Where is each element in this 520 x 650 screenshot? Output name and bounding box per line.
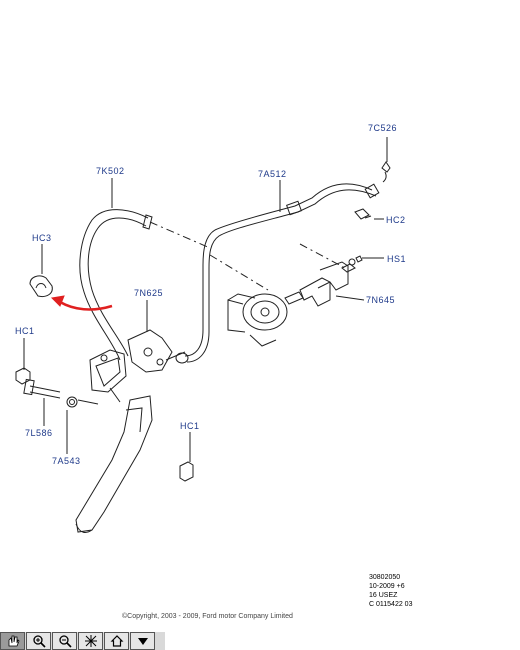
reference-line-1: 30802050 bbox=[369, 574, 401, 581]
illustration-reference: 30802050 10-2009 +6 16 USEZ C 0115422 03 bbox=[369, 573, 412, 609]
menu-down-icon bbox=[137, 638, 148, 645]
fit-button[interactable] bbox=[78, 632, 103, 650]
reference-line-3: 16 USEZ bbox=[369, 592, 398, 599]
label-7K502[interactable]: 7K502 bbox=[96, 166, 125, 176]
menu-down-button[interactable] bbox=[130, 632, 155, 650]
label-7L586[interactable]: 7L586 bbox=[25, 428, 53, 438]
label-HC1-top[interactable]: HC1 bbox=[15, 326, 35, 336]
pan-icon bbox=[8, 635, 19, 647]
reference-line-2: 10-2009 +6 bbox=[369, 583, 405, 590]
label-7A543[interactable]: 7A543 bbox=[52, 456, 81, 466]
copyright-text: ©Copyright, 2003 - 2009, Ford motor Comp… bbox=[122, 613, 293, 620]
zoom-in-icon bbox=[32, 635, 46, 648]
label-7C526[interactable]: 7C526 bbox=[368, 123, 397, 133]
zoom-out-icon bbox=[58, 635, 72, 648]
label-HC2[interactable]: HC2 bbox=[386, 215, 406, 225]
label-7A512[interactable]: 7A512 bbox=[258, 169, 287, 179]
zoom-out-button[interactable] bbox=[52, 632, 77, 650]
label-HS1[interactable]: HS1 bbox=[387, 254, 406, 264]
direction-arrow bbox=[59, 300, 113, 311]
label-7N645[interactable]: 7N645 bbox=[366, 295, 395, 305]
label-7N625[interactable]: 7N625 bbox=[134, 288, 163, 298]
zoom-in-button[interactable] bbox=[26, 632, 51, 650]
home-button[interactable] bbox=[104, 632, 129, 650]
label-HC3[interactable]: HC3 bbox=[32, 233, 52, 243]
viewer-toolbar bbox=[0, 632, 165, 650]
home-icon bbox=[110, 635, 123, 647]
fit-icon bbox=[84, 635, 97, 647]
pan-button[interactable] bbox=[0, 632, 25, 650]
label-HC1-bottom[interactable]: HC1 bbox=[180, 421, 200, 431]
reference-line-4: C 0115422 03 bbox=[369, 601, 413, 608]
clutch-hydraulic-diagram: 7C526 7K502 7A512 HC2 HC3 HS1 7N625 7N64… bbox=[15, 123, 406, 533]
